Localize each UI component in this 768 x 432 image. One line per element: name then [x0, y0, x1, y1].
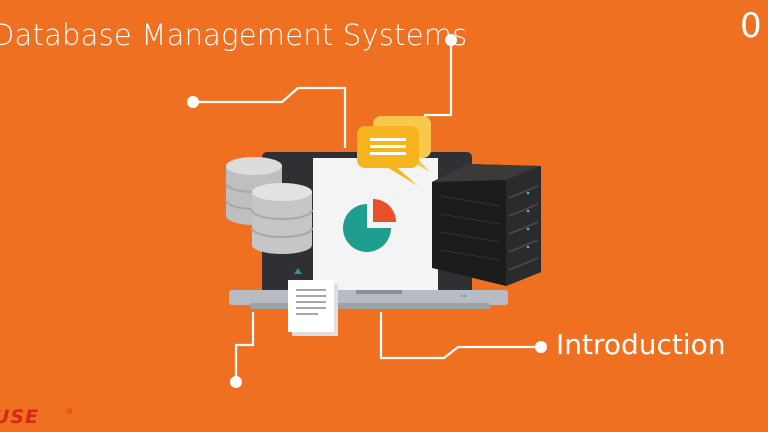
chat-bubble-icon	[357, 116, 431, 186]
slide-number: 0	[740, 6, 762, 46]
connector-introduction	[379, 312, 541, 360]
document-icon	[288, 268, 338, 336]
dot-left-bottom	[230, 376, 242, 388]
connector-dots	[187, 34, 547, 388]
database-front	[251, 183, 313, 254]
brand-logo: USE	[0, 406, 40, 428]
pie-chart-icon	[343, 199, 396, 252]
slide-title: Database Management Systems	[0, 18, 468, 52]
server-rack-icon	[432, 164, 541, 286]
slide-subtitle: Introduction	[556, 328, 726, 361]
dot-title	[445, 34, 457, 46]
connector-left-top	[193, 86, 347, 148]
dot-left-top	[187, 96, 199, 108]
database-icon	[225, 157, 313, 254]
dot-introduction	[535, 341, 547, 353]
connector-left-bottom	[234, 312, 255, 382]
brand-logo-mark: ®	[66, 408, 73, 416]
